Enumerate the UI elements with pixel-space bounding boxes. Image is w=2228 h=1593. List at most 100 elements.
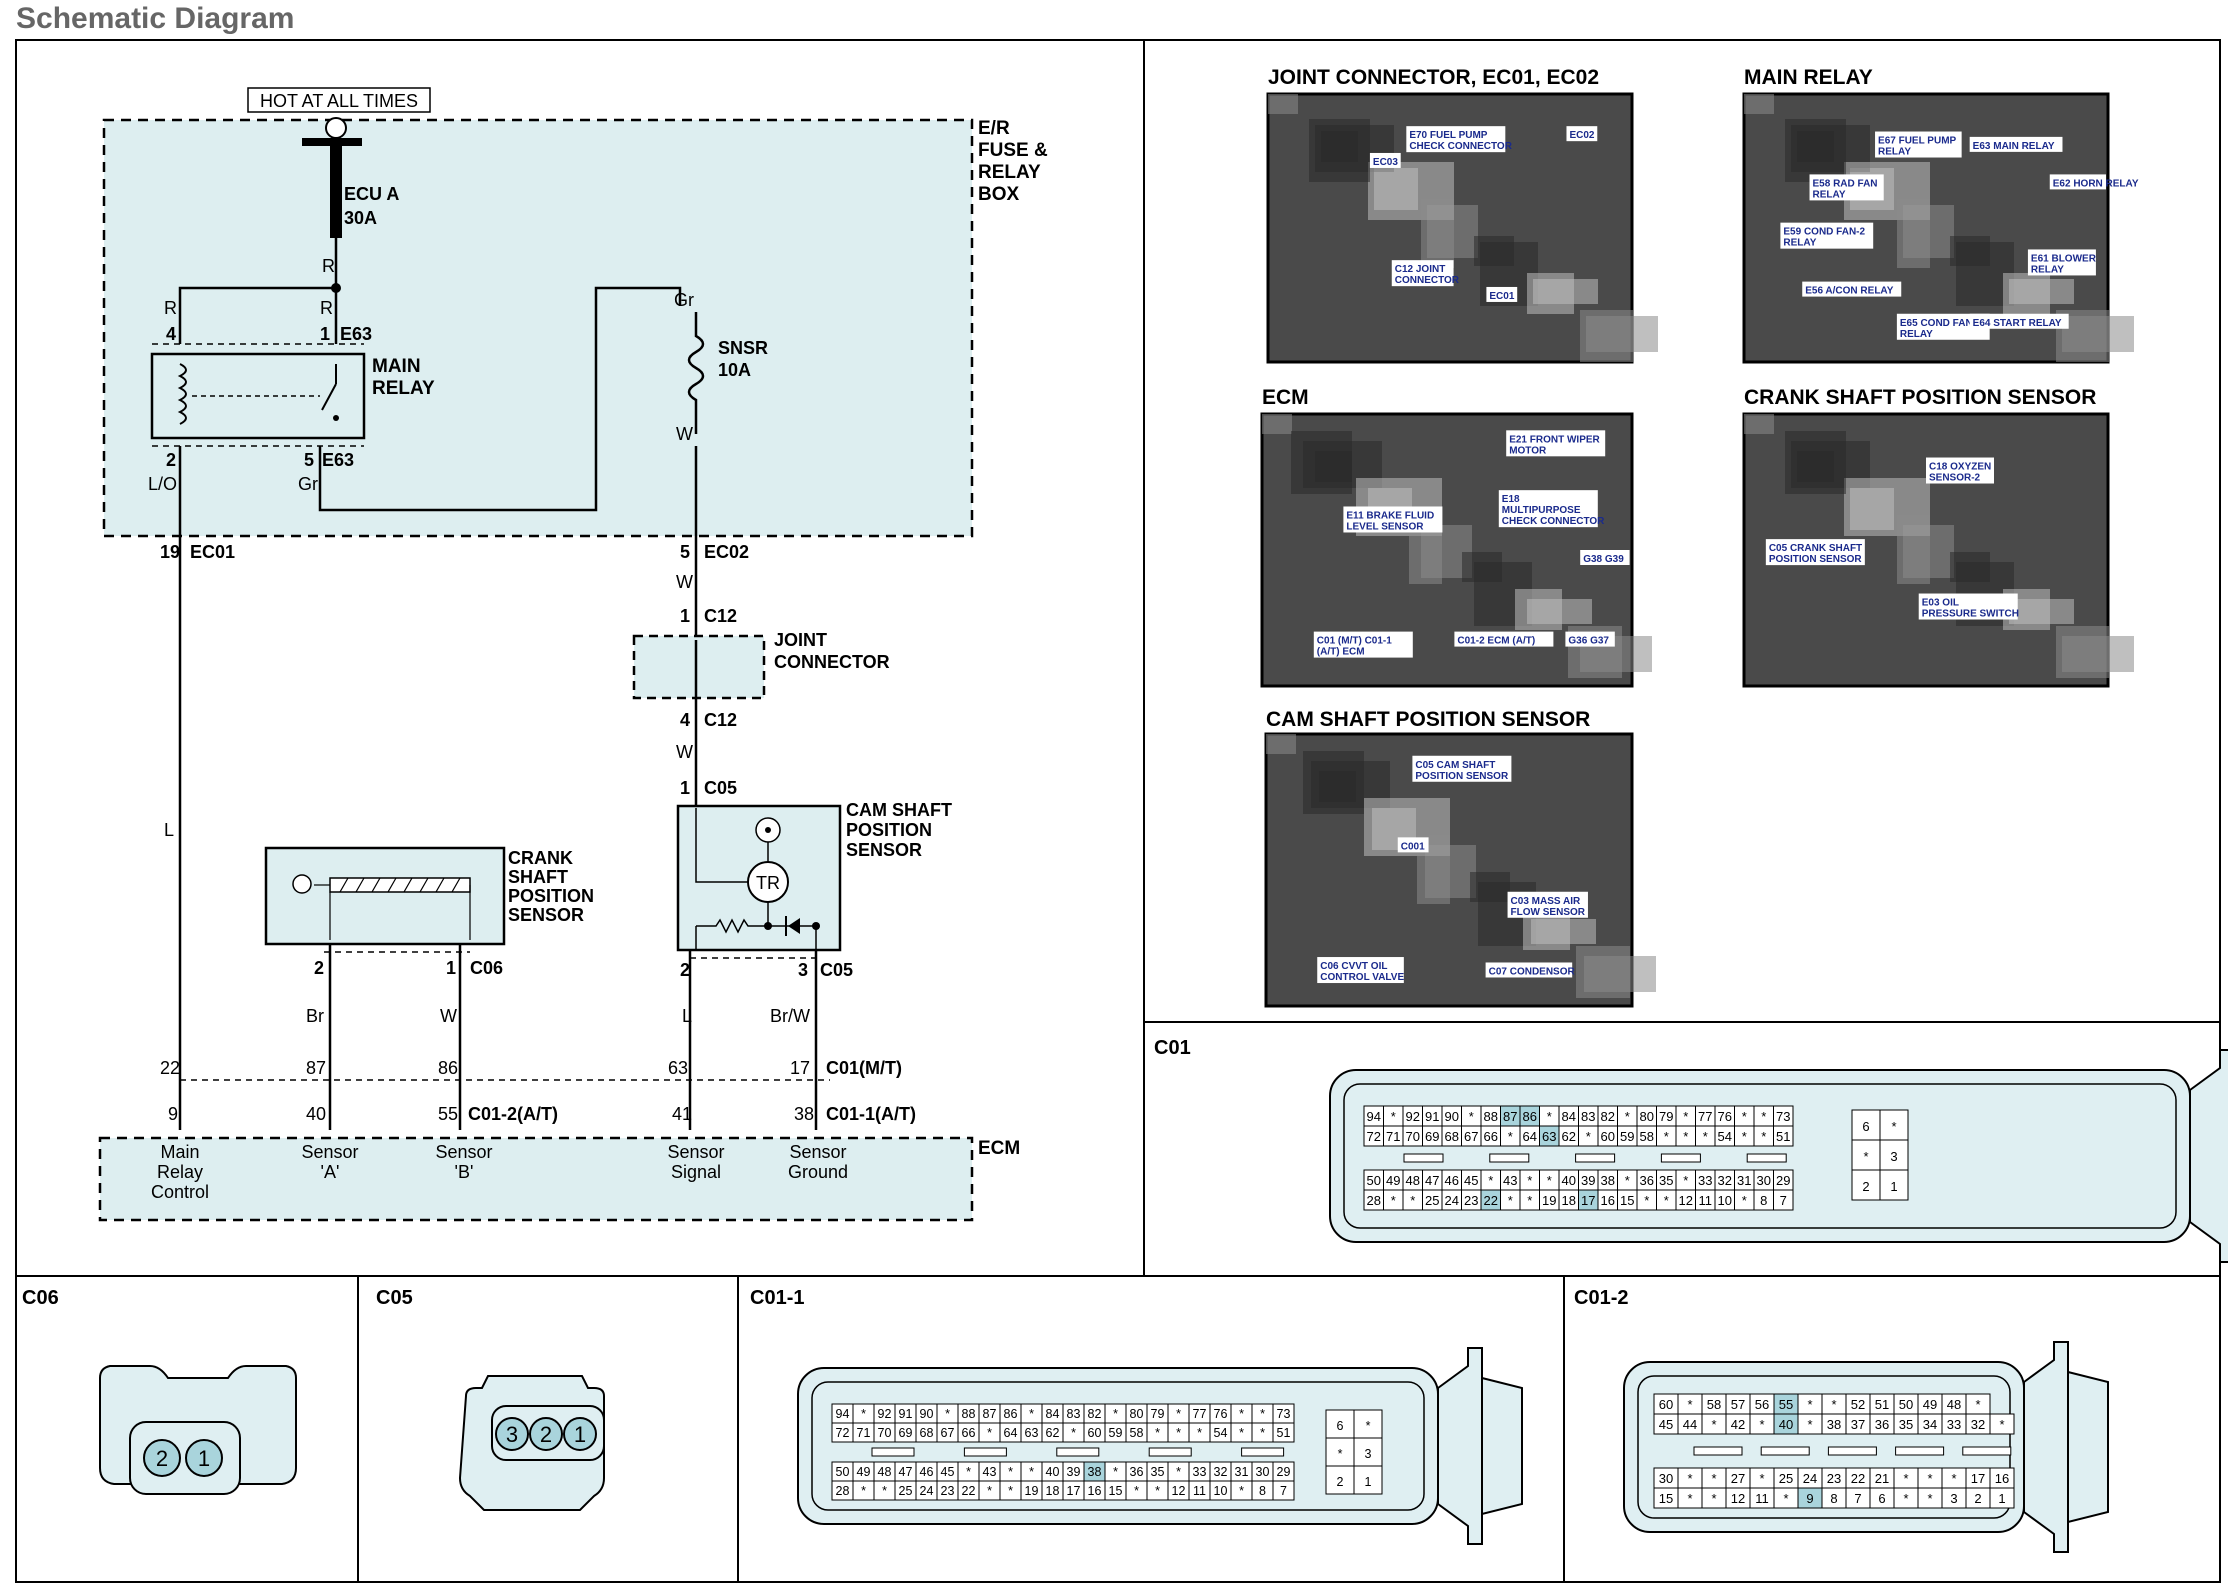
photo-callout: G36 G37 <box>1568 636 1609 647</box>
connector-cell-label: * <box>1703 1129 1708 1144</box>
photo-callout: C01-2 ECM (A/T) <box>1457 636 1535 647</box>
photo-callout: E67 FUEL PUMP <box>1878 136 1956 147</box>
connector-cell-label: * <box>1664 1193 1669 1208</box>
connector-cell-label: 80 <box>1130 1407 1144 1421</box>
wire-brw: Br/W <box>770 1006 810 1026</box>
connector-cell-label: 25 <box>1779 1471 1793 1486</box>
connector-cell-label: 32 <box>1971 1417 1985 1432</box>
connector-cell-label: 30 <box>1659 1471 1673 1486</box>
wire-l-2: L <box>682 1006 692 1026</box>
pin-55: 55 <box>438 1104 458 1124</box>
connector-cell-label: 36 <box>1640 1173 1654 1188</box>
pin-38: 38 <box>794 1104 814 1124</box>
connector-cell-label: 63 <box>1542 1129 1556 1144</box>
connector-side-cell <box>1879 1169 1909 1201</box>
pin-2: 2 <box>166 450 176 470</box>
crank-sensor-label-1: CRANK <box>508 848 573 868</box>
connector-cell-label: 8 <box>1830 1491 1837 1506</box>
connector-cell-label: 49 <box>1923 1397 1937 1412</box>
connector-cell-label: * <box>1155 1426 1160 1440</box>
connector-cell-label: 33 <box>1698 1173 1712 1188</box>
photo-texture <box>1950 236 1990 266</box>
connector-pin <box>563 1417 597 1451</box>
wire-w-2: W <box>676 572 693 592</box>
photo-texture <box>1268 94 1298 114</box>
conn-c12-bottom: C12 <box>704 710 737 730</box>
connector-cell-label: 15 <box>1659 1491 1673 1506</box>
relay-switch-icon <box>321 383 337 411</box>
ecm-sa-2: 'A' <box>321 1162 340 1182</box>
connector-cell-label: 17 <box>1971 1471 1985 1486</box>
connector-cell-label: 8 <box>1259 1484 1266 1498</box>
connector-cell-label: 31 <box>1235 1465 1249 1479</box>
connector-cell-label: 22 <box>1484 1193 1498 1208</box>
connector-cell-label: 86 <box>1523 1109 1537 1124</box>
photo-callout: E70 FUEL PUMP <box>1409 130 1487 141</box>
photo-callout: C06 CVVT OIL <box>1320 961 1387 972</box>
callout-bg <box>1454 631 1554 647</box>
connector-cell <box>1272 1422 1295 1443</box>
connector-side-cell <box>1353 1409 1383 1439</box>
connector-cell-label: 51 <box>1277 1426 1291 1440</box>
connector-c011-title: C01-1 <box>750 1287 804 1309</box>
connector-cell-label: 16 <box>1995 1471 2009 1486</box>
connector-cell-label: 77 <box>1698 1109 1712 1124</box>
ecm-main-1: Main <box>160 1142 199 1162</box>
photo-title-4: CRANK SHAFT POSITION SENSOR <box>1744 386 2096 409</box>
joint-connector-label-1: JOINT <box>774 630 827 650</box>
connector-pin <box>143 1439 181 1477</box>
connector-cell-label: * <box>1391 1193 1396 1208</box>
connector-side-label: 1 <box>1365 1475 1372 1489</box>
relay-coil-icon <box>177 363 187 425</box>
connector-cell-label: 66 <box>962 1426 976 1440</box>
connector-pin-label: 1 <box>574 1422 586 1447</box>
connector-cell-label: * <box>1761 1109 1766 1124</box>
connector-cell-label: * <box>1687 1397 1692 1412</box>
connector-cell-label: 39 <box>1581 1173 1595 1188</box>
connector-cell-label: * <box>1687 1471 1692 1486</box>
connector-cell-label: * <box>1239 1407 1244 1421</box>
ecm-sg-2: Ground <box>788 1162 848 1182</box>
diode-icon <box>788 918 800 934</box>
photo-texture <box>1515 589 1562 630</box>
connector-cell-label: * <box>1176 1465 1181 1479</box>
connector-cell <box>1272 1480 1295 1501</box>
connector-cell-label: 28 <box>836 1484 850 1498</box>
photo-callout: RELAY <box>1813 189 1846 200</box>
connector-cell-label: 40 <box>1046 1465 1060 1479</box>
connector-cell-label: 64 <box>1004 1426 1018 1440</box>
snsr-fuse-icon <box>687 312 705 434</box>
pin-4: 4 <box>166 324 176 344</box>
photo-texture <box>1897 515 1930 584</box>
connector-pin-label: 2 <box>540 1422 552 1447</box>
ecm-main-2: Relay <box>157 1162 203 1182</box>
pin-5b: 5 <box>680 542 690 562</box>
connector-cell-label: 38 <box>1088 1465 1102 1479</box>
main-relay-label-1: MAIN <box>372 356 421 377</box>
connector-side-cell <box>1325 1465 1355 1495</box>
photo-texture <box>1744 94 1774 114</box>
photo-callout: E21 FRONT WIPER <box>1509 434 1600 445</box>
connector-cell-label: 12 <box>1731 1491 1745 1506</box>
connector-cell-label: 59 <box>1620 1129 1634 1144</box>
connector-cell-label: * <box>1903 1471 1908 1486</box>
crank-sensor-box <box>264 846 506 946</box>
connector-cell-label: 86 <box>1004 1407 1018 1421</box>
callout-bg <box>1780 222 1874 249</box>
connector-cell-label: * <box>1260 1426 1265 1440</box>
connector-cell-label: * <box>1176 1426 1181 1440</box>
pin-3-c05: 3 <box>798 960 808 980</box>
photo-texture <box>1266 734 1296 754</box>
photo-callout: FLOW SENSOR <box>1511 907 1586 918</box>
connector-cell-label: 87 <box>1503 1109 1517 1124</box>
photo-callout: (A/T) ECM <box>1317 647 1365 658</box>
connector-cell-label: 40 <box>1779 1417 1793 1432</box>
connector-cell-label: * <box>1761 1129 1766 1144</box>
photo-callout: C001 <box>1401 841 1425 852</box>
connector-cell-label: 72 <box>1367 1129 1381 1144</box>
connector-side-label: 6 <box>1337 1419 1344 1433</box>
connector-cell-label: 90 <box>920 1407 934 1421</box>
connector-cell-label: 72 <box>836 1426 850 1440</box>
ecm-sg-1: Sensor <box>789 1142 846 1162</box>
connector-cell-label: 60 <box>1601 1129 1615 1144</box>
